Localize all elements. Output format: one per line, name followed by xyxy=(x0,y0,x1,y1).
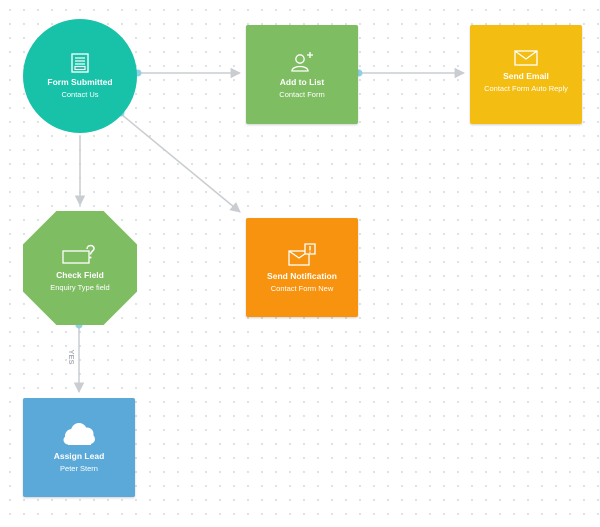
node-title: Send Email xyxy=(503,70,549,81)
question-field-icon xyxy=(62,244,95,264)
node-title: Form Submitted xyxy=(47,77,113,87)
add-user-icon xyxy=(291,51,313,72)
envelope-icon xyxy=(514,49,538,66)
node-title: Add to List xyxy=(279,76,325,87)
node-subtitle: Peter Stern xyxy=(60,463,98,473)
edge-form-to-send-notification[interactable] xyxy=(120,113,241,213)
node-title: Check Field xyxy=(56,270,104,280)
node-add-to-list[interactable]: Add to List Contact Form xyxy=(246,25,358,124)
node-subtitle: Contact Us xyxy=(61,90,99,99)
node-send-notification[interactable]: Send Notification Contact Form New xyxy=(246,218,358,317)
cloud-icon xyxy=(63,422,95,445)
node-send-email[interactable]: Send Email Contact Form Auto Reply xyxy=(470,25,582,124)
notification-envelope-icon xyxy=(288,242,316,266)
node-subtitle: Enquiry Type field xyxy=(50,283,110,292)
node-title: Send Notification xyxy=(267,270,337,281)
edge-label-yes: YES xyxy=(67,349,77,365)
node-subtitle: Contact Form xyxy=(279,89,325,99)
node-check-field[interactable]: Check Field Enquiry Type field xyxy=(23,211,137,325)
node-subtitle: Contact Form New xyxy=(270,283,334,293)
node-form-submitted[interactable]: Form Submitted Contact Us xyxy=(23,19,137,133)
node-title: Assign Lead xyxy=(53,450,105,461)
node-subtitle: Contact Form Auto Reply xyxy=(484,83,568,93)
node-assign-lead[interactable]: Assign Lead Peter Stern xyxy=(23,398,135,497)
form-icon xyxy=(71,53,89,73)
